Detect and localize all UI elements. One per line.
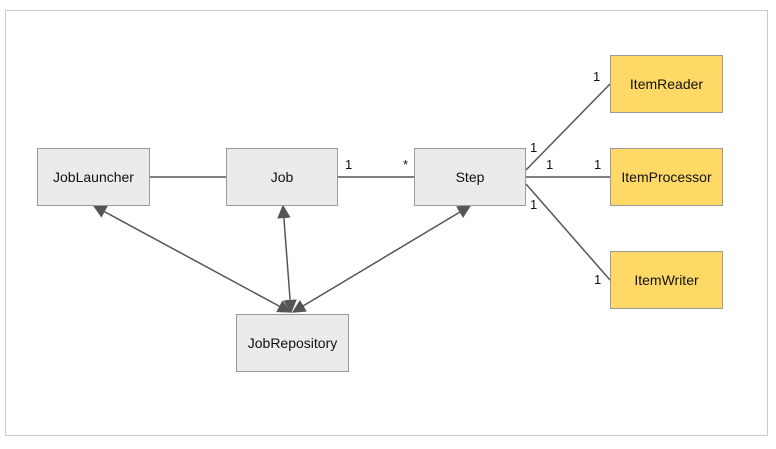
arrow-step-jobrepository [291, 205, 472, 313]
arrow-joblauncher-jobrepository [92, 205, 292, 313]
node-itemprocessor-label: ItemProcessor [621, 169, 712, 185]
node-itemprocessor[interactable]: ItemProcessor [610, 148, 723, 206]
node-itemwriter[interactable]: ItemWriter [610, 251, 723, 309]
multiplicity-step-processor-end: 1 [546, 157, 554, 172]
node-job-label: Job [270, 169, 294, 185]
node-joblauncher[interactable]: JobLauncher [37, 148, 150, 206]
node-joblauncher-label: JobLauncher [53, 169, 134, 185]
multiplicity-writer-end: 1 [594, 272, 602, 287]
node-jobrepository-label: JobRepository [247, 335, 338, 351]
edge-step-itemwriter [525, 183, 611, 281]
node-jobrepository[interactable]: JobRepository [236, 314, 349, 372]
edge-step-itemreader [525, 83, 611, 171]
multiplicity-step-reader-end: 1 [530, 140, 538, 155]
node-step-label: Step [455, 169, 485, 185]
node-itemreader-label: ItemReader [629, 76, 704, 92]
node-step[interactable]: Step [414, 148, 526, 206]
multiplicity-job-end: 1 [345, 157, 353, 172]
node-job[interactable]: Job [226, 148, 338, 206]
multiplicity-processor-end: 1 [594, 157, 602, 172]
arrow-job-jobrepository [277, 204, 297, 314]
node-itemreader[interactable]: ItemReader [610, 55, 723, 113]
multiplicity-step-writer-end: 1 [530, 197, 538, 212]
multiplicity-step-end: * [403, 157, 409, 172]
multiplicity-reader-end: 1 [593, 69, 601, 84]
node-itemwriter-label: ItemWriter [634, 272, 699, 288]
